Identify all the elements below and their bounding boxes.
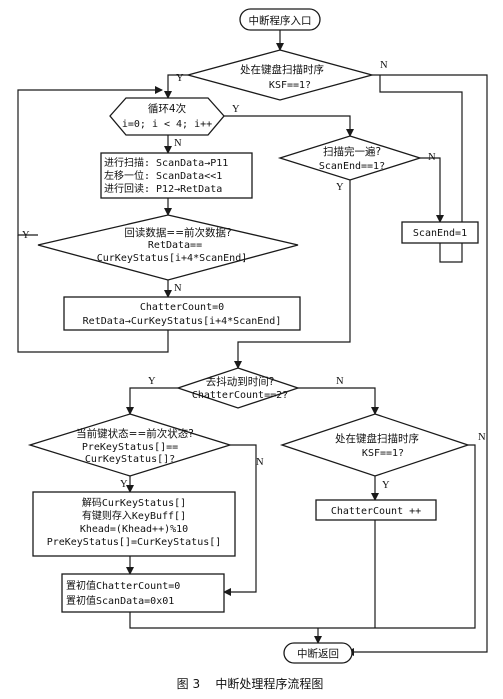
svg-text:Khead=(Khead++)%10: Khead=(Khead++)%10 <box>80 524 188 535</box>
svg-text:CurKeyStatus[]?: CurKeyStatus[]? <box>85 454 175 465</box>
label-compare-n: N <box>174 283 182 294</box>
svg-text:ChatterCount=0: ChatterCount=0 <box>140 302 224 313</box>
svg-text:置初值ChatterCount=0: 置初值ChatterCount=0 <box>66 579 180 592</box>
svg-text:回读数据==前次数据?: 回读数据==前次数据? <box>124 226 231 239</box>
label-ksf-bottom-n: N <box>478 432 486 443</box>
decision-scan-end: 扫描完一遍? ScanEnd==1? <box>277 135 423 181</box>
svg-text:CurKeyStatus[i+4*ScanEnd]: CurKeyStatus[i+4*ScanEnd] <box>97 253 248 264</box>
start-terminal: 中断程序入口 <box>239 8 321 31</box>
label-scan-end-n: N <box>428 152 436 163</box>
label-loop-y: Y <box>232 104 240 115</box>
label-scan-end-y: Y <box>336 182 344 193</box>
end-terminal: 中断返回 <box>283 642 353 664</box>
chatter-increment-box: ChatterCount ++ <box>315 499 437 521</box>
svg-text:中断返回: 中断返回 <box>297 647 339 660</box>
label-compare-y: Y <box>22 230 30 241</box>
scan-end-set-box: ScanEnd=1 <box>401 221 479 244</box>
figure-caption: 图 3 中断处理程序流程图 <box>177 676 324 691</box>
label-state-y: Y <box>120 479 128 490</box>
decision-key-state: 当前键状态==前次状态? PreKeyStatus[]== CurKeyStat… <box>27 413 233 477</box>
svg-text:ChatterCount ++: ChatterCount ++ <box>331 506 421 517</box>
svg-text:处在键盘扫描时序: 处在键盘扫描时序 <box>335 432 419 445</box>
svg-text:中断程序入口: 中断程序入口 <box>249 14 312 27</box>
label-ksf-top-y: Y <box>176 73 184 84</box>
label-ksf-top-n: N <box>380 60 388 71</box>
branch-labels: N Y N Y N Y Y N Y N Y N N Y <box>22 60 486 491</box>
svg-text:ScanEnd=1: ScanEnd=1 <box>413 228 467 239</box>
svg-text:ChatterCount==2?: ChatterCount==2? <box>192 390 288 401</box>
decision-compare: 回读数据==前次数据? RetData== CurKeyStatus[i+4*S… <box>37 214 299 281</box>
decode-process-box: 解码CurKeyStatus[] 有键则存入KeyBuff[] Khead=(K… <box>32 491 236 557</box>
svg-text:ScanEnd==1?: ScanEnd==1? <box>319 161 385 172</box>
svg-text:进行回读: P12→RetData: 进行回读: P12→RetData <box>104 182 222 195</box>
label-state-n: N <box>256 457 264 468</box>
svg-text:有键则存入KeyBuff[]: 有键则存入KeyBuff[] <box>82 509 186 522</box>
label-debounce-n: N <box>336 376 344 387</box>
svg-text:PreKeyStatus[]=CurKeyStatus[]: PreKeyStatus[]=CurKeyStatus[] <box>47 537 222 548</box>
svg-text:进行扫描: ScanData→P11: 进行扫描: ScanData→P11 <box>104 156 228 169</box>
svg-text:RetData==: RetData== <box>148 240 202 251</box>
svg-text:PreKeyStatus[]==: PreKeyStatus[]== <box>82 442 178 453</box>
svg-text:去抖动到时间?: 去抖动到时间? <box>206 375 275 388</box>
decision-ksf-bottom: 处在键盘扫描时序 KSF==1? <box>279 413 471 477</box>
svg-text:扫描完一遍?: 扫描完一遍? <box>323 145 381 158</box>
svg-text:处在键盘扫描时序: 处在键盘扫描时序 <box>240 63 324 76</box>
label-debounce-y: Y <box>148 376 156 387</box>
svg-text:解码CurKeyStatus[]: 解码CurKeyStatus[] <box>82 496 186 509</box>
svg-text:i=0; i < 4; i++: i=0; i < 4; i++ <box>122 119 212 130</box>
svg-text:左移一位: ScanData<<1: 左移一位: ScanData<<1 <box>104 169 222 182</box>
label-loop-n: N <box>174 138 182 149</box>
svg-text:RetData→CurKeyStatus[i+4*ScanE: RetData→CurKeyStatus[i+4*ScanEnd] <box>83 316 282 327</box>
svg-text:当前键状态==前次状态?: 当前键状态==前次状态? <box>76 427 194 440</box>
svg-text:KSF==1?: KSF==1? <box>362 448 404 459</box>
svg-text:置初值ScanData=0x01: 置初值ScanData=0x01 <box>66 594 174 607</box>
decision-debounce: 去抖动到时间? ChatterCount==2? <box>175 367 301 409</box>
scan-process-box: 进行扫描: ScanData→P11 左移一位: ScanData<<1 进行回… <box>100 152 253 199</box>
decision-ksf-top: 处在键盘扫描时序 KSF==1? <box>185 49 375 101</box>
loop-hexagon: 循环4次 i=0; i < 4; i++ <box>109 97 225 136</box>
label-ksf-bottom-y: Y <box>382 480 390 491</box>
svg-text:循环4次: 循环4次 <box>148 102 187 115</box>
store-process-box: ChatterCount=0 RetData→CurKeyStatus[i+4*… <box>63 296 301 331</box>
init-process-box: 置初值ChatterCount=0 置初值ScanData=0x01 <box>61 573 225 613</box>
connectors <box>17 30 488 656</box>
svg-text:KSF==1?: KSF==1? <box>269 80 311 91</box>
